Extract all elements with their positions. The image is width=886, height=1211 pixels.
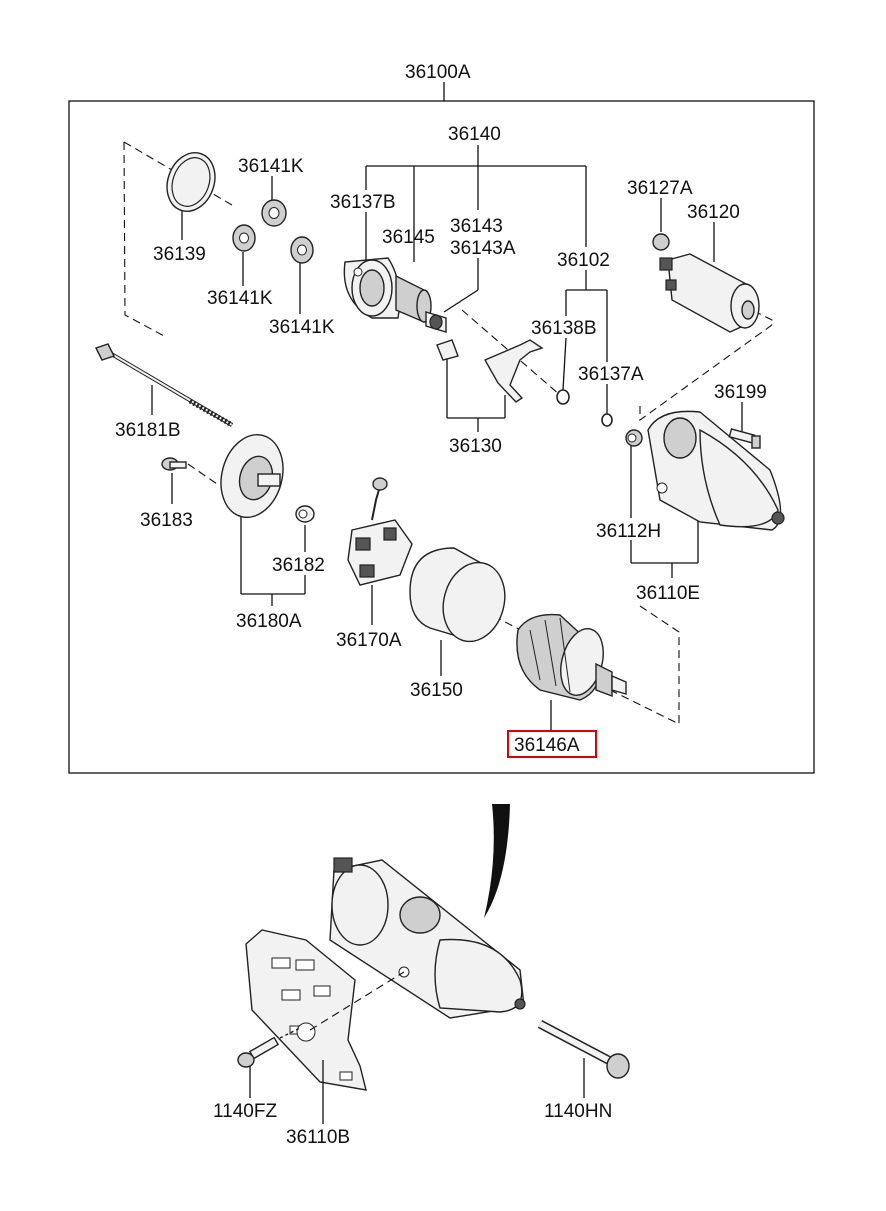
bushing-36112H [625, 429, 643, 447]
label-36143A[interactable]: 36143A [450, 238, 516, 259]
lever-36130 [436, 339, 544, 403]
label-36180A[interactable]: 36180A [236, 611, 302, 632]
label-36143[interactable]: 36143 [450, 216, 503, 237]
label-36139[interactable]: 36139 [153, 244, 206, 265]
solenoid-36120 [659, 253, 760, 333]
label-1140HN[interactable]: 1140HN [544, 1101, 612, 1122]
yoke-36150 [409, 547, 506, 643]
o-ring-36139 [166, 152, 216, 212]
label-36199[interactable]: 36199 [714, 382, 767, 403]
label-36140[interactable]: 36140 [448, 124, 501, 145]
label-36182[interactable]: 36182 [272, 555, 325, 576]
label-36110B[interactable]: 36110B [286, 1127, 350, 1148]
gear-housing-36137B [343, 257, 401, 319]
ring-36137A [601, 413, 613, 427]
screw-36183 [161, 457, 187, 471]
armature-36146A [516, 613, 627, 701]
label-36137B[interactable]: 36137B [330, 192, 396, 213]
label-36112H[interactable]: 36112H [596, 521, 661, 542]
label-36100A[interactable]: 36100A [405, 62, 471, 83]
nut-36127A [652, 233, 670, 251]
label-36110E[interactable]: 36110E [636, 583, 700, 604]
bolt-1140FZ [237, 1036, 280, 1068]
through-bolt-36181B [95, 343, 234, 428]
label-36141K-top[interactable]: 36141K [238, 156, 304, 177]
assembly-frame [68, 100, 815, 774]
label-36181B[interactable]: 36181B [115, 420, 181, 441]
bolt-36199 [728, 428, 761, 449]
planetary-gear-36141K-2 [232, 224, 256, 252]
label-36145[interactable]: 36145 [382, 227, 435, 248]
label-36183[interactable]: 36183 [140, 510, 193, 531]
ring-36138B [556, 389, 570, 405]
bushing-36182 [295, 505, 315, 523]
heat-shield-36110B [245, 929, 367, 1091]
label-36141K-low[interactable]: 36141K [269, 317, 335, 338]
brush-holder-36170A [347, 477, 413, 586]
installation-pointer-arrow [484, 804, 510, 918]
pinion-36145 [395, 274, 432, 324]
label-36137A[interactable]: 36137A [578, 364, 644, 385]
planetary-gear-36141K-3 [290, 236, 314, 264]
installed-starter-assembly [329, 857, 526, 1019]
label-36102[interactable]: 36102 [557, 250, 610, 271]
label-36138B[interactable]: 36138B [531, 318, 597, 339]
rear-bracket-36180A [220, 433, 284, 519]
label-1140FZ[interactable]: 1140FZ [213, 1101, 277, 1122]
shaft-36143 [425, 311, 447, 333]
label-36141K-mid[interactable]: 36141K [207, 288, 273, 309]
highlight-box-36146A [507, 730, 597, 758]
front-housing-36110E [647, 410, 785, 531]
planetary-gear-36141K-1 [261, 199, 287, 227]
label-36146A[interactable]: 36146A [514, 735, 580, 756]
bolt-1140HN [537, 1020, 630, 1079]
label-36127A[interactable]: 36127A [627, 178, 693, 199]
label-36150[interactable]: 36150 [410, 680, 463, 701]
label-36170A[interactable]: 36170A [336, 630, 402, 651]
label-36120[interactable]: 36120 [687, 202, 740, 223]
label-36130[interactable]: 36130 [449, 436, 502, 457]
